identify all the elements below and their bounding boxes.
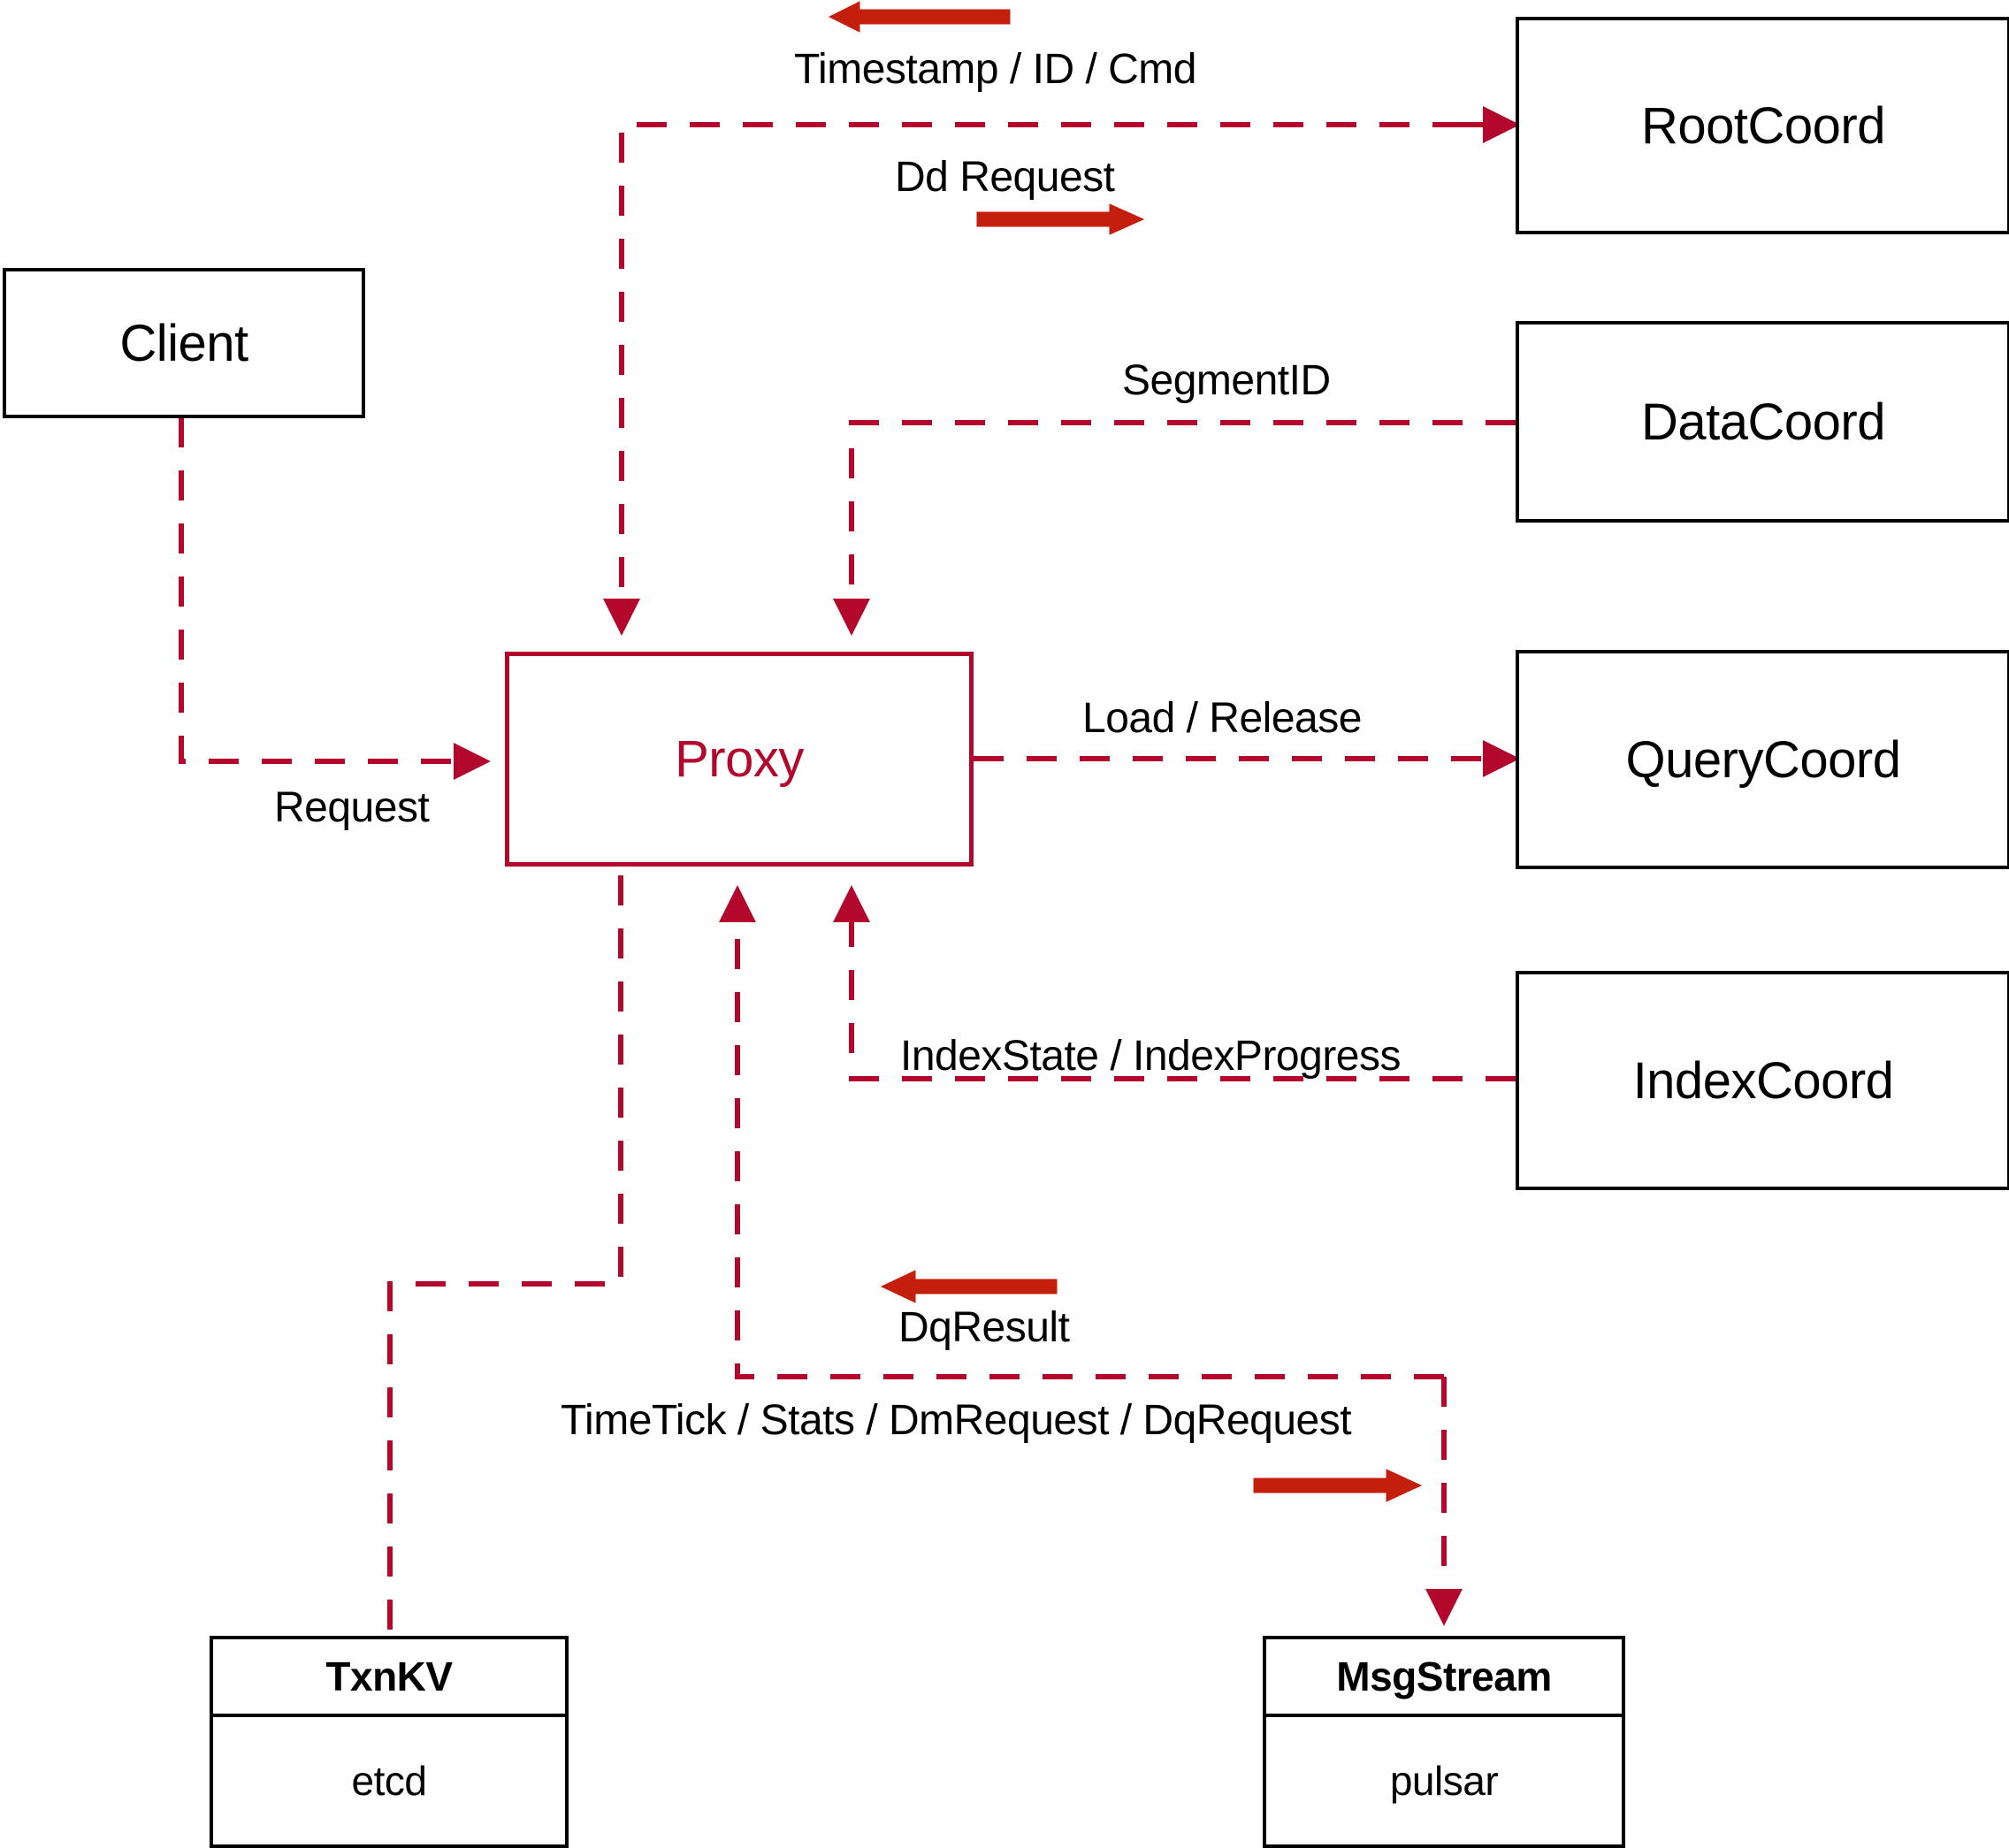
edge-indexcoord-to-proxy bbox=[833, 885, 1516, 1081]
direction-arrow-dq-result bbox=[880, 1270, 1058, 1303]
node-query-coord[interactable]: QueryCoord bbox=[1516, 650, 2009, 869]
edge-label-load-release: Load / Release bbox=[1082, 695, 1362, 742]
node-client[interactable]: Client bbox=[3, 268, 365, 418]
node-txnkv[interactable]: TxnKV etcd bbox=[210, 1636, 569, 1848]
node-msgstream[interactable]: MsgStream pulsar bbox=[1263, 1636, 1625, 1848]
node-index-coord-label: IndexCoord bbox=[1632, 1051, 1894, 1110]
node-query-coord-label: QueryCoord bbox=[1625, 730, 1901, 789]
edge-label-request: Request bbox=[274, 784, 430, 831]
node-index-coord[interactable]: IndexCoord bbox=[1516, 971, 2009, 1190]
direction-arrow-dd-request bbox=[976, 203, 1145, 235]
edge-label-dd-request: Dd Request bbox=[895, 154, 1115, 201]
node-client-label: Client bbox=[119, 314, 248, 372]
node-msgstream-header: MsgStream bbox=[1266, 1639, 1622, 1717]
node-msgstream-body: pulsar bbox=[1389, 1758, 1499, 1804]
node-root-coord-label: RootCoord bbox=[1641, 96, 1885, 155]
node-data-coord-label: DataCoord bbox=[1641, 393, 1885, 451]
edge-datacoord-to-proxy bbox=[833, 420, 1516, 636]
node-proxy-label: Proxy bbox=[675, 730, 804, 788]
edge-rootcoord-to-proxy bbox=[603, 122, 1516, 636]
edge-proxy-to-txnkv bbox=[387, 875, 623, 1636]
node-txnkv-header: TxnKV bbox=[213, 1639, 565, 1717]
edge-client-to-proxy bbox=[179, 417, 491, 780]
edge-label-timetick-stats-dm-dq: TimeTick / Stats / DmRequest / DqRequest bbox=[561, 1397, 1352, 1444]
node-data-coord[interactable]: DataCoord bbox=[1516, 321, 2009, 523]
direction-arrow-dm-dq-request bbox=[1253, 1469, 1423, 1502]
node-root-coord[interactable]: RootCoord bbox=[1516, 17, 2009, 234]
direction-arrow-timestamp bbox=[828, 1, 1011, 33]
edge-label-index-state-progress: IndexState / IndexProgress bbox=[900, 1033, 1402, 1080]
edge-msgstream-to-proxy bbox=[719, 885, 1444, 1379]
edge-label-dq-result: DqResult bbox=[898, 1304, 1070, 1351]
node-proxy[interactable]: Proxy bbox=[505, 652, 974, 867]
node-txnkv-body: etcd bbox=[351, 1758, 427, 1804]
edge-label-segment-id: SegmentID bbox=[1122, 357, 1331, 404]
edge-label-timestamp-id-cmd: Timestamp / ID / Cmd bbox=[794, 46, 1196, 93]
